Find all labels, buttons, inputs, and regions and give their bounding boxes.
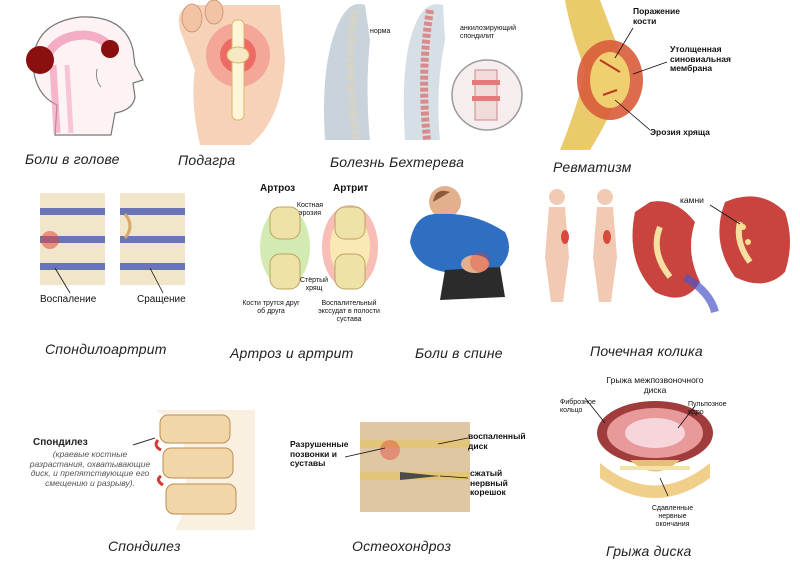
- label-pulposus: Пульпозное ядро: [688, 401, 727, 416]
- caption-rheumatism: Ревматизм: [553, 159, 632, 175]
- label-bones-rub: Кости трутся друг об друга: [242, 300, 300, 315]
- caption-spondylosis: Спондилез: [108, 538, 181, 554]
- label-synovial: Утолщенная синовиальная мембрана: [670, 44, 731, 74]
- label-arthritis: Артрит: [333, 183, 369, 194]
- label-fusion: Сращение: [137, 294, 186, 305]
- gout-illustration: [170, 0, 290, 145]
- osteochondrosis-illustration: Разрушенные позвонки и суставы воспаленн…: [290, 420, 535, 520]
- label-hernia-title: Грыжа межпозвоночного диска: [606, 375, 704, 395]
- caption-headache: Боли в голове: [25, 151, 120, 167]
- label-bone-erosion: Костная эрозия: [296, 202, 324, 217]
- label-stones: камни: [680, 195, 704, 205]
- spondylosis-illustration: Спондилез (краевые костные разрастания, …: [25, 410, 255, 530]
- label-cartilage-erosion: Эрозия хряща: [650, 127, 710, 137]
- label-destroyed-vertebrae: Разрушенные позвонки и суставы: [290, 439, 349, 469]
- bechterew-illustration: норма анкилозирующий спондилит: [315, 0, 525, 145]
- label-compressed-root: сжатый нервный корешок: [470, 468, 508, 498]
- caption-gout: Подагра: [178, 152, 236, 168]
- label-inflammation: Воспаление: [40, 294, 97, 305]
- caption-renal-colic: Почечная колика: [590, 343, 703, 359]
- label-bone-damage: Поражение кости: [633, 6, 680, 26]
- headache-illustration: [15, 5, 145, 145]
- arthrosis-arthritis-illustration: Артроз Артрит Костная эрозия Стёртый хря…: [235, 182, 390, 332]
- disc-hernia-illustration: Грыжа межпозвоночного диска Фиброзное ко…: [560, 368, 750, 533]
- label-fibrous-ring: Фиброзное кольцо: [560, 399, 596, 414]
- label-spondylosis-title: Спондилез: [33, 437, 88, 448]
- caption-arthrosis-arthritis: Артроз и артрит: [230, 345, 354, 361]
- caption-disc-hernia: Грыжа диска: [606, 543, 692, 559]
- renal-colic-illustration: камни: [535, 182, 800, 322]
- label-arthrosis: Артроз: [260, 183, 296, 194]
- caption-bechterew: Болезнь Бехтерева: [330, 154, 465, 170]
- caption-spondyloarthritis: Спондилоартрит: [45, 341, 167, 357]
- label-spondylosis-desc: (краевые костные разрастания, охватывающ…: [29, 449, 151, 488]
- rheumatism-illustration: Поражение кости Утолщенная синовиальная …: [555, 0, 795, 150]
- spondyloarthritis-illustration: Воспаление Сращение: [25, 188, 200, 313]
- back-pain-illustration: [405, 182, 525, 307]
- label-compressed-nerves: Сдавленные нервные окончания: [651, 505, 694, 528]
- label-worn-cartilage: Стёртый хрящ: [299, 277, 329, 292]
- caption-back-pain: Боли в спине: [415, 345, 503, 361]
- caption-osteochondrosis: Остеохондроз: [352, 538, 452, 554]
- label-norm: норма: [370, 28, 391, 35]
- label-exudate: Воспалительный экссудат в полости сустав…: [318, 300, 380, 323]
- label-ankylosing: анкилозирующий спондилит: [460, 25, 516, 40]
- label-inflamed-disc: воспаленный диск: [468, 431, 526, 451]
